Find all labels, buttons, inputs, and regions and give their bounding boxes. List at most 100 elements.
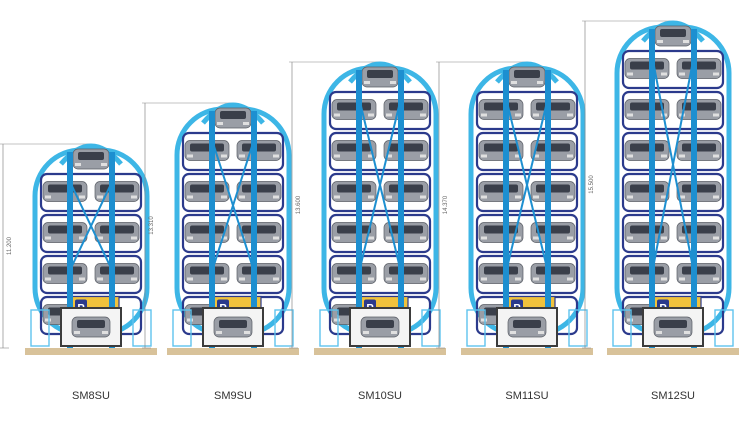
support-pillar — [691, 29, 697, 348]
support-pillar — [545, 70, 551, 348]
car — [331, 99, 377, 120]
safety-fence — [612, 309, 632, 347]
support-pillar — [67, 152, 73, 348]
car — [213, 316, 253, 338]
storage-level-frame — [39, 172, 143, 213]
storage-level-frame — [181, 213, 285, 254]
support-pillar — [109, 152, 115, 348]
car — [42, 181, 88, 202]
safety-fence — [172, 309, 192, 347]
height-label: 13.310 — [149, 216, 155, 235]
car — [184, 263, 230, 284]
car — [508, 66, 546, 88]
car — [42, 263, 88, 284]
car — [361, 66, 399, 88]
storage-level-frame — [328, 172, 432, 213]
support-pillar — [251, 111, 257, 348]
storage-level-frame — [621, 90, 725, 131]
storage-level-frame — [621, 254, 725, 295]
base-plate — [461, 348, 593, 355]
cross-brace — [359, 101, 401, 269]
safety-fence — [421, 309, 441, 347]
safety-fence — [319, 309, 339, 347]
entrance-platform — [202, 307, 264, 347]
safety-fence — [132, 309, 152, 347]
parking-tower: 15.500PSMARTPARKING — [582, 20, 739, 355]
parking-tower: 13.310PSMARTPARKING — [142, 102, 299, 355]
car — [236, 181, 282, 202]
car — [383, 181, 429, 202]
car — [654, 25, 692, 47]
support-pillar — [398, 70, 404, 348]
storage-level-frame — [621, 172, 725, 213]
dimension-line: 11.200 — [0, 143, 91, 349]
car — [676, 263, 722, 284]
storage-level-frame — [181, 131, 285, 172]
car — [236, 263, 282, 284]
car — [214, 107, 252, 129]
car — [507, 316, 547, 338]
height-label: 11.200 — [7, 236, 13, 255]
car — [676, 181, 722, 202]
car — [676, 99, 722, 120]
storage-level-frame — [475, 131, 579, 172]
model-label: SM11SU — [505, 390, 549, 402]
storage-level-frame — [621, 131, 725, 172]
car — [383, 140, 429, 161]
model-label: SM12SU — [650, 390, 696, 402]
cross-brace — [652, 60, 694, 269]
car — [184, 181, 230, 202]
car — [676, 58, 722, 79]
car — [184, 222, 230, 243]
dimension-line: 13.310 — [142, 102, 233, 349]
base-plate — [607, 348, 739, 355]
support-pillar — [649, 29, 655, 348]
dimension-line: 15.500 — [582, 20, 673, 349]
storage-level-frame — [475, 213, 579, 254]
car — [676, 140, 722, 161]
model-label: SM10SU — [357, 390, 403, 402]
car — [360, 316, 400, 338]
tower-group: 11.200PSMARTPARKING13.310PSMARTPARKING13… — [0, 20, 739, 355]
height-label: 14.370 — [443, 195, 449, 214]
safety-fence — [274, 309, 294, 347]
car — [236, 140, 282, 161]
safety-fence — [714, 309, 734, 347]
storage-level-frame — [475, 172, 579, 213]
car — [94, 263, 140, 284]
car — [530, 99, 576, 120]
car — [624, 222, 670, 243]
model-label: SM9SU — [214, 390, 252, 402]
dimension-line: 14.370 — [436, 61, 527, 349]
car — [72, 148, 110, 170]
storage-level-frame — [181, 254, 285, 295]
car — [331, 222, 377, 243]
car — [94, 181, 140, 202]
storage-level-frame — [475, 254, 579, 295]
car — [478, 263, 524, 284]
base-plate — [25, 348, 157, 355]
car — [331, 181, 377, 202]
car — [94, 222, 140, 243]
storage-level-frame — [328, 213, 432, 254]
storage-level-frame — [39, 213, 143, 254]
car — [331, 140, 377, 161]
support-pillar — [503, 70, 509, 348]
car — [184, 140, 230, 161]
base-plate — [314, 348, 446, 355]
height-label: 13.600 — [296, 195, 302, 214]
car — [530, 222, 576, 243]
car — [624, 181, 670, 202]
height-label: 15.500 — [589, 175, 595, 194]
storage-level-frame — [621, 213, 725, 254]
safety-fence — [30, 309, 50, 347]
model-label: SM8SU — [72, 390, 110, 402]
car — [383, 222, 429, 243]
storage-level-frame — [328, 254, 432, 295]
storage-level-frame — [181, 172, 285, 213]
parking-tower: 11.200PSMARTPARKING — [0, 143, 157, 355]
car — [42, 222, 88, 243]
car — [624, 58, 670, 79]
car — [624, 140, 670, 161]
